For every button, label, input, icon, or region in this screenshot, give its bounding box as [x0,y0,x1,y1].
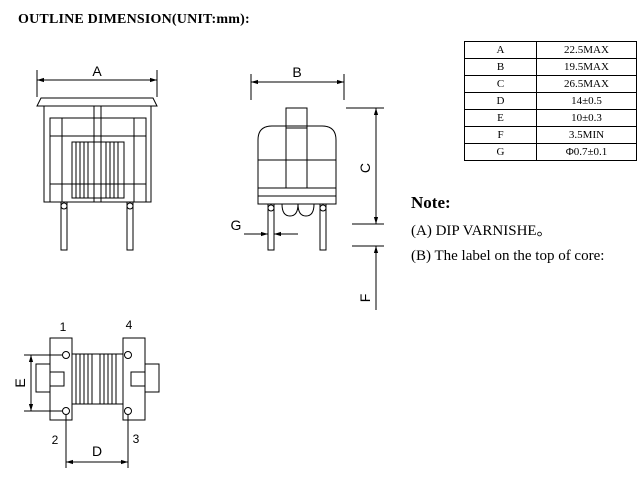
label-pin-4: 4 [126,318,133,332]
label-g: G [231,217,242,233]
page-title: OUTLINE DIMENSION(UNIT:mm): [18,12,250,27]
label-pin-1: 1 [60,320,67,334]
note-item-b: (B) The label on the top of core: [411,248,605,264]
label-pin-2: 2 [52,433,59,447]
pin-2 [62,407,70,415]
note-item-a: (A) DIP VARNISHE。 [411,223,552,239]
side-view [244,74,384,310]
label-b: B [292,64,301,80]
bottom-view [24,337,160,468]
dim-value-d: 14±0.5 [536,92,637,110]
label-c: C [357,163,373,173]
label-f: F [357,294,373,303]
dim-value-a: 22.5MAX [536,41,637,59]
dim-label-g: G [464,143,537,161]
pin-3 [124,407,132,415]
pin-4 [124,351,132,359]
label-d: D [92,443,102,459]
dim-value-g: Φ0.7±0.1 [536,143,637,161]
note-title: Note: [411,193,451,212]
front-view [36,70,158,251]
label-a: A [92,63,102,79]
pin-1 [62,351,70,359]
label-e: E [12,378,28,387]
label-pin-3: 3 [133,432,140,446]
